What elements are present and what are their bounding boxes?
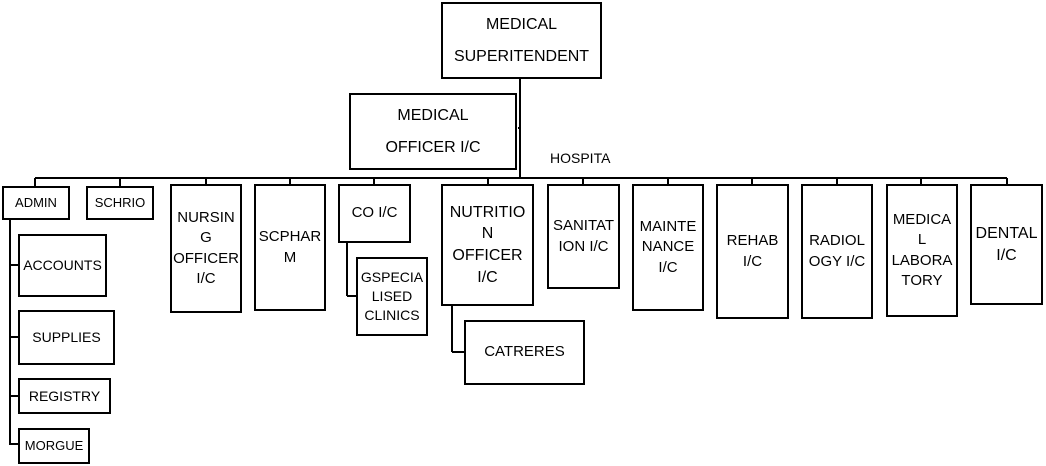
schrio-box: SCHRIO xyxy=(86,186,154,220)
registry-box: REGISTRY xyxy=(18,378,111,414)
co-box: CO I/C xyxy=(338,184,411,243)
sanitation-label: SANITAT ION I/C xyxy=(552,217,615,255)
medical-laboratory-label: MEDICA L LABORA TORY xyxy=(891,211,953,289)
co-label: CO I/C xyxy=(351,204,398,222)
specialised-clinics-box: GSPECIA LISED CLINICS xyxy=(356,257,428,336)
admin-label: ADMIN xyxy=(15,195,57,211)
rehab-box: REHAB I/C xyxy=(716,184,789,319)
nursing-officer-label: NURSIN G OFFICER I/C xyxy=(173,209,239,287)
dental-label: DENTAL I/C xyxy=(975,224,1038,264)
dental-box: DENTAL I/C xyxy=(970,184,1043,305)
medical-laboratory-box: MEDICA L LABORA TORY xyxy=(886,184,958,317)
medical-officer-label: MEDICAL OFFICER I/C xyxy=(385,106,481,156)
medical-superintendent-label: MEDICAL SUPERITENDENT xyxy=(453,15,590,65)
scpharm-label: SCPHAR M xyxy=(258,228,322,266)
scpharm-box: SCPHAR M xyxy=(254,184,326,311)
rehab-label: REHAB I/C xyxy=(726,232,779,270)
registry-label: REGISTRY xyxy=(28,387,101,404)
admin-box: ADMIN xyxy=(2,186,70,220)
catreres-box: CATRERES xyxy=(464,320,585,385)
medical-officer-box: MEDICAL OFFICER I/C xyxy=(349,93,517,170)
nursing-officer-box: NURSIN G OFFICER I/C xyxy=(170,184,242,313)
schrio-label: SCHRIO xyxy=(94,195,146,211)
nutrition-officer-label: NUTRITIO N OFFICER I/C xyxy=(449,203,526,286)
maintenance-label: MAINTE NANCE I/C xyxy=(639,218,697,276)
specialised-clinics-label: GSPECIA LISED CLINICS xyxy=(360,269,424,323)
nutrition-officer-box: NUTRITIO N OFFICER I/C xyxy=(441,184,534,306)
morgue-label: MORGUE xyxy=(24,438,84,454)
maintenance-box: MAINTE NANCE I/C xyxy=(632,184,704,311)
accounts-box: ACCOUNTS xyxy=(18,234,107,297)
medical-superintendent-box: MEDICAL SUPERITENDENT xyxy=(441,2,602,79)
radiology-label: RADIOL OGY I/C xyxy=(808,232,866,270)
morgue-box: MORGUE xyxy=(18,428,90,464)
catreres-label: CATRERES xyxy=(484,343,565,361)
sanitation-box: SANITAT ION I/C xyxy=(547,184,620,289)
accounts-label: ACCOUNTS xyxy=(23,257,102,274)
radiology-box: RADIOL OGY I/C xyxy=(801,184,873,319)
supplies-box: SUPPLIES xyxy=(18,310,115,365)
supplies-label: SUPPLIES xyxy=(32,329,101,346)
hospital-label: HOSPITA xyxy=(550,150,611,166)
